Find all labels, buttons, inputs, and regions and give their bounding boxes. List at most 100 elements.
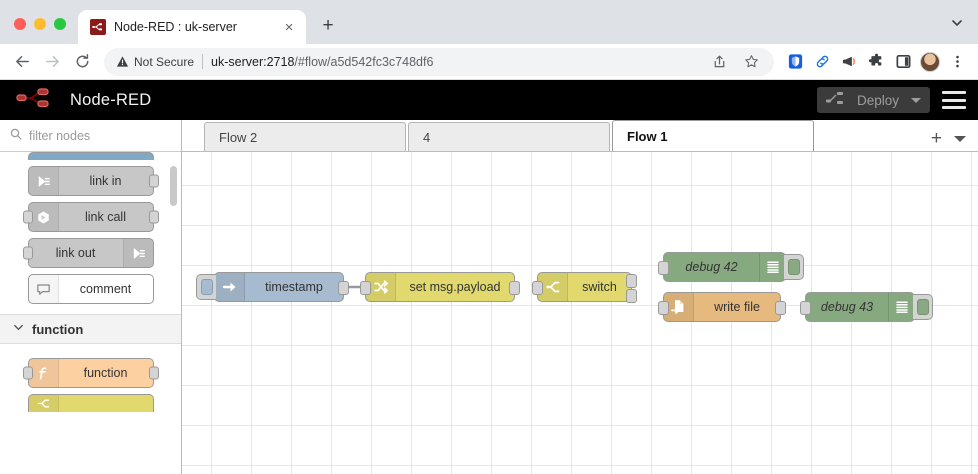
input-port[interactable] [22, 366, 33, 380]
debug-enable-button[interactable] [913, 294, 933, 320]
output-port[interactable] [509, 281, 520, 295]
nodered-logo [16, 86, 60, 115]
switch-icon [28, 395, 59, 412]
extension-icons [782, 49, 970, 75]
inject-trigger-button[interactable] [196, 274, 216, 300]
flow-node-switch[interactable]: switch [532, 272, 637, 303]
filter-nodes-input[interactable]: filter nodes [0, 120, 181, 152]
chevron-down-icon[interactable] [911, 97, 921, 103]
palette-node-label: comment [79, 282, 132, 296]
palette-node-clipped-bottom[interactable] [27, 394, 154, 412]
palette-node-label: link in [89, 174, 122, 188]
back-icon[interactable] [8, 48, 36, 76]
palette-node-link-in[interactable]: link in [27, 166, 159, 196]
flow-node-debug-42[interactable]: debug 42 [658, 252, 804, 282]
comment-icon [28, 275, 59, 303]
link-icon[interactable] [809, 49, 835, 75]
close-tab-icon[interactable]: × [284, 18, 294, 36]
omnibox-divider [202, 54, 204, 69]
url-text: uk-server:2718/#flow/a5d542fc3c748df6 [211, 55, 700, 69]
palette-node-link-out[interactable]: link out [22, 238, 154, 268]
share-icon[interactable] [706, 49, 732, 75]
change-swap-icon [366, 273, 396, 301]
hamburger-menu-icon[interactable] [940, 90, 968, 110]
output-port-2[interactable] [626, 289, 637, 303]
flow-tab-4[interactable]: 4 [408, 122, 610, 151]
browser-tab-title: Node-RED : uk-server [114, 20, 237, 34]
input-port[interactable] [532, 281, 543, 295]
input-port[interactable] [658, 261, 669, 275]
palette-node-label: function [83, 366, 128, 380]
palette-node-link-call[interactable]: link call [22, 202, 159, 232]
flow-node-label: timestamp [265, 280, 323, 294]
sidepanel-icon[interactable] [890, 49, 916, 75]
palette-node-label: link call [85, 210, 126, 224]
maximize-window-button[interactable] [54, 18, 66, 30]
browser-tab[interactable]: Node-RED : uk-server × [78, 10, 306, 44]
output-port[interactable] [775, 301, 786, 315]
palette-node-list: link in link call link out [0, 152, 181, 474]
flow-editor: Flow 2 4 Flow 1 + [182, 120, 978, 474]
flow-node-inject[interactable]: timestamp [196, 272, 349, 302]
debug-lines-icon [759, 253, 785, 281]
node-palette: filter nodes link in link call [0, 120, 182, 474]
app-title: Node-RED [70, 90, 152, 109]
input-port[interactable] [22, 246, 33, 260]
debug-enable-button[interactable] [784, 254, 804, 280]
flow-tab-flow-1[interactable]: Flow 1 [612, 120, 814, 151]
output-port[interactable] [148, 174, 159, 188]
output-port[interactable] [148, 210, 159, 224]
kebab-menu-icon[interactable] [944, 49, 970, 75]
minimize-window-button[interactable] [34, 18, 46, 30]
flow-tab-flow-2[interactable]: Flow 2 [204, 122, 406, 151]
flow-node-debug-43[interactable]: debug 43 [800, 292, 933, 322]
new-tab-button[interactable]: + [322, 15, 334, 36]
palette-node-clipped-top[interactable] [27, 152, 154, 160]
reload-icon[interactable] [68, 48, 96, 76]
input-port[interactable] [360, 281, 371, 295]
output-port-1[interactable] [626, 274, 637, 288]
browser-tabstrip: Node-RED : uk-server × + [0, 0, 978, 44]
flow-node-label: set msg.payload [409, 280, 501, 294]
bookmark-star-icon[interactable] [738, 49, 764, 75]
input-port[interactable] [658, 301, 669, 315]
flow-menu-icon[interactable] [954, 135, 966, 142]
deploy-button[interactable]: Deploy [816, 87, 930, 113]
address-bar[interactable]: Not Secure uk-server:2718/#flow/a5d542fc… [104, 47, 774, 76]
flow-tab-actions: + [931, 129, 974, 148]
warning-triangle-icon [116, 56, 129, 67]
browser-toolbar: Not Secure uk-server:2718/#flow/a5d542fc… [0, 44, 978, 80]
filter-placeholder: filter nodes [29, 128, 91, 143]
flow-node-label: debug 43 [820, 300, 874, 314]
not-secure-indicator[interactable]: Not Secure [116, 55, 194, 69]
app-logo-group[interactable]: Node-RED [16, 86, 151, 115]
palette-scrollbar[interactable] [170, 166, 177, 206]
palette-node-function[interactable]: function [22, 358, 159, 388]
extensions-puzzle-icon[interactable] [863, 49, 889, 75]
url-host: uk-server:2718 [211, 54, 295, 69]
profile-avatar[interactable] [920, 51, 940, 72]
app-header: Node-RED Deploy [0, 80, 978, 120]
workspace: filter nodes link in link call [0, 120, 978, 474]
add-flow-button[interactable]: + [930, 128, 942, 149]
flow-node-change[interactable]: set msg.payload [360, 272, 520, 302]
output-port[interactable] [148, 366, 159, 380]
palette-category-function[interactable]: function [0, 314, 181, 344]
flow-node-label: write file [714, 300, 760, 314]
input-port[interactable] [22, 210, 33, 224]
megaphone-icon[interactable] [836, 49, 862, 75]
palette-node-comment[interactable]: comment [27, 274, 154, 304]
debug-lines-icon [888, 293, 914, 321]
input-port[interactable] [800, 301, 811, 315]
flow-canvas[interactable]: timestamp set msg.payload switch [182, 152, 978, 474]
window-traffic-lights [0, 18, 78, 44]
forward-icon [38, 48, 66, 76]
output-port[interactable] [338, 281, 349, 295]
flow-node-write-file[interactable]: write file [658, 292, 786, 322]
bitwarden-icon[interactable] [782, 49, 808, 75]
link-call-icon [28, 203, 59, 231]
not-secure-label: Not Secure [134, 54, 195, 69]
search-icon [10, 127, 22, 145]
close-window-button[interactable] [14, 18, 26, 30]
chevron-down-icon[interactable] [950, 16, 964, 35]
